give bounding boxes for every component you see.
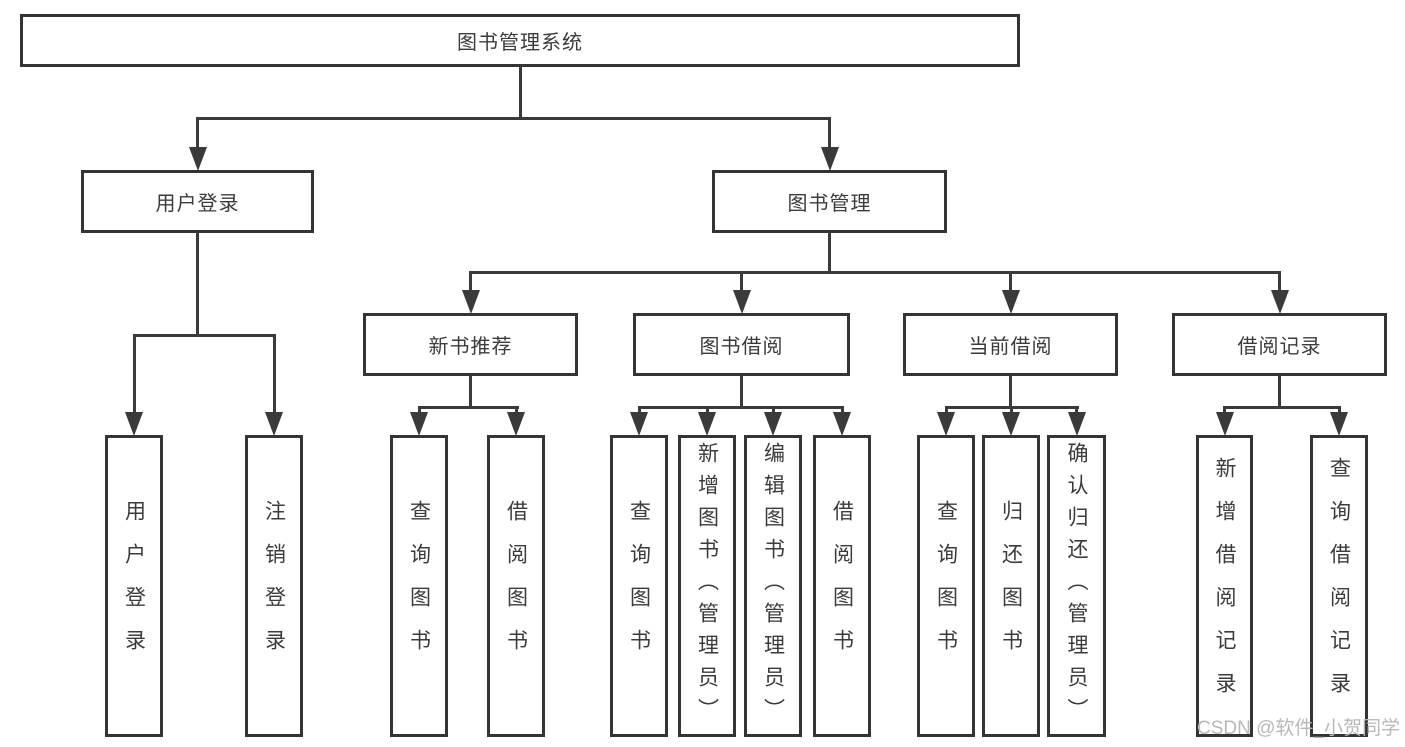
arrowhead-down-icon xyxy=(461,290,480,314)
leaf-bb-edit-books-admin: 编辑图书（管理员） xyxy=(744,435,802,737)
connector-line xyxy=(1075,406,1078,416)
connector-line xyxy=(1009,406,1013,416)
connector-line xyxy=(1278,375,1281,409)
connector-line xyxy=(1278,271,1281,293)
connector-line xyxy=(196,117,199,150)
leaf-br-add-record: 新增借阅记录 xyxy=(1196,435,1253,737)
leaf-br-query-record-label: 查询借阅记录 xyxy=(1327,457,1351,715)
arrowhead-down-icon xyxy=(698,412,716,436)
connector-line xyxy=(1009,271,1012,293)
leaf-cb-return-books: 归还图书 xyxy=(982,435,1040,737)
arrowhead-down-icon xyxy=(410,412,428,436)
arrowhead-down-icon xyxy=(1067,412,1086,436)
leaf-rec-query-books: 查询图书 xyxy=(390,435,448,737)
leaf-bb-borrow-books-label: 借阅图书 xyxy=(830,500,854,672)
leaf-cb-return-books-label: 归还图书 xyxy=(999,500,1023,672)
leaf-cb-confirm-return-admin: 确认归还（管理员） xyxy=(1047,435,1106,737)
arrowhead-down-icon xyxy=(188,147,207,171)
arrowhead-down-icon xyxy=(125,412,143,436)
node-new-book-recommend: 新书推荐 xyxy=(363,313,578,376)
connector-line xyxy=(196,117,831,120)
node-root: 图书管理系统 xyxy=(20,14,1020,67)
leaf-bb-borrow-books: 借阅图书 xyxy=(813,435,871,737)
leaf-cb-confirm-return-admin-label: 确认归还（管理员） xyxy=(1065,442,1088,730)
leaf-logout-label: 注销登录 xyxy=(262,500,286,672)
arrowhead-down-icon xyxy=(937,412,955,436)
leaf-br-add-record-label: 新增借阅记录 xyxy=(1213,457,1236,715)
leaf-user-login: 用户登录 xyxy=(105,435,163,737)
arrowhead-down-icon xyxy=(833,412,851,436)
node-new-book-recommend-label: 新书推荐 xyxy=(428,336,513,358)
leaf-cb-query-books-label: 查询图书 xyxy=(934,500,958,672)
connector-line xyxy=(637,406,844,409)
node-user-login-label: 用户登录 xyxy=(155,193,240,215)
node-book-borrow-label: 图书借阅 xyxy=(699,336,784,358)
node-book-management-label: 图书管理 xyxy=(787,193,872,215)
connector-line xyxy=(469,271,1281,274)
arrowhead-down-icon xyxy=(1270,290,1289,314)
connector-line xyxy=(740,375,743,409)
connector-line xyxy=(417,406,519,409)
arrowhead-down-icon xyxy=(1002,412,1020,436)
connector-line xyxy=(196,232,199,337)
leaf-rec-borrow-books: 借阅图书 xyxy=(487,435,545,737)
leaf-rec-query-books-label: 查询图书 xyxy=(407,500,431,672)
connector-line xyxy=(1009,375,1012,409)
node-borrow-records: 借阅记录 xyxy=(1172,313,1387,376)
arrowhead-down-icon xyxy=(732,290,751,314)
arrowhead-down-icon xyxy=(265,412,283,436)
connector-line xyxy=(469,271,472,293)
watermark: CSDN @软件_小贺同学 xyxy=(1197,718,1400,739)
connector-line xyxy=(469,375,472,409)
connector-line xyxy=(1223,406,1226,416)
connector-line xyxy=(272,334,276,415)
arrowhead-down-icon xyxy=(820,147,839,171)
connector-line xyxy=(132,334,276,337)
node-borrow-records-label: 借阅记录 xyxy=(1237,336,1322,358)
arrowhead-down-icon xyxy=(1330,412,1348,436)
connector-line xyxy=(417,406,421,416)
arrowhead-down-icon xyxy=(1215,412,1234,436)
connector-line xyxy=(771,406,775,416)
connector-line xyxy=(840,406,844,416)
connector-line xyxy=(132,334,136,415)
node-root-label: 图书管理系统 xyxy=(457,32,583,54)
leaf-bb-query-books: 查询图书 xyxy=(610,435,668,737)
leaf-rec-borrow-books-label: 借阅图书 xyxy=(504,500,528,672)
connector-line xyxy=(1223,406,1340,409)
leaf-bb-add-books-admin: 新增图书（管理员） xyxy=(678,435,736,737)
arrowhead-down-icon xyxy=(764,412,782,436)
arrowhead-down-icon xyxy=(1001,290,1020,314)
connector-line xyxy=(514,406,518,416)
node-user-login: 用户登录 xyxy=(81,170,314,233)
node-book-management: 图书管理 xyxy=(712,170,947,233)
arrowhead-down-icon xyxy=(630,412,648,436)
leaf-logout: 注销登录 xyxy=(245,435,303,737)
leaf-br-query-record: 查询借阅记录 xyxy=(1310,435,1368,737)
connector-line xyxy=(705,406,709,416)
connector-line xyxy=(828,117,831,150)
connector-line xyxy=(637,406,641,416)
connector-line xyxy=(828,232,831,274)
node-current-borrow: 当前借阅 xyxy=(903,313,1118,376)
leaf-cb-query-books: 查询图书 xyxy=(917,435,975,737)
leaf-user-login-label: 用户登录 xyxy=(122,500,146,672)
node-current-borrow-label: 当前借阅 xyxy=(968,336,1053,358)
leaf-bb-query-books-label: 查询图书 xyxy=(627,500,651,672)
connector-line xyxy=(944,406,948,416)
leaf-bb-edit-books-admin-label: 编辑图书（管理员） xyxy=(761,442,785,730)
connector-line xyxy=(518,66,522,120)
connector-line xyxy=(740,271,743,293)
leaf-bb-add-books-admin-label: 新增图书（管理员） xyxy=(695,442,719,730)
node-book-borrow: 图书借阅 xyxy=(633,313,850,376)
arrowhead-down-icon xyxy=(507,412,525,436)
connector-line xyxy=(1337,406,1341,416)
